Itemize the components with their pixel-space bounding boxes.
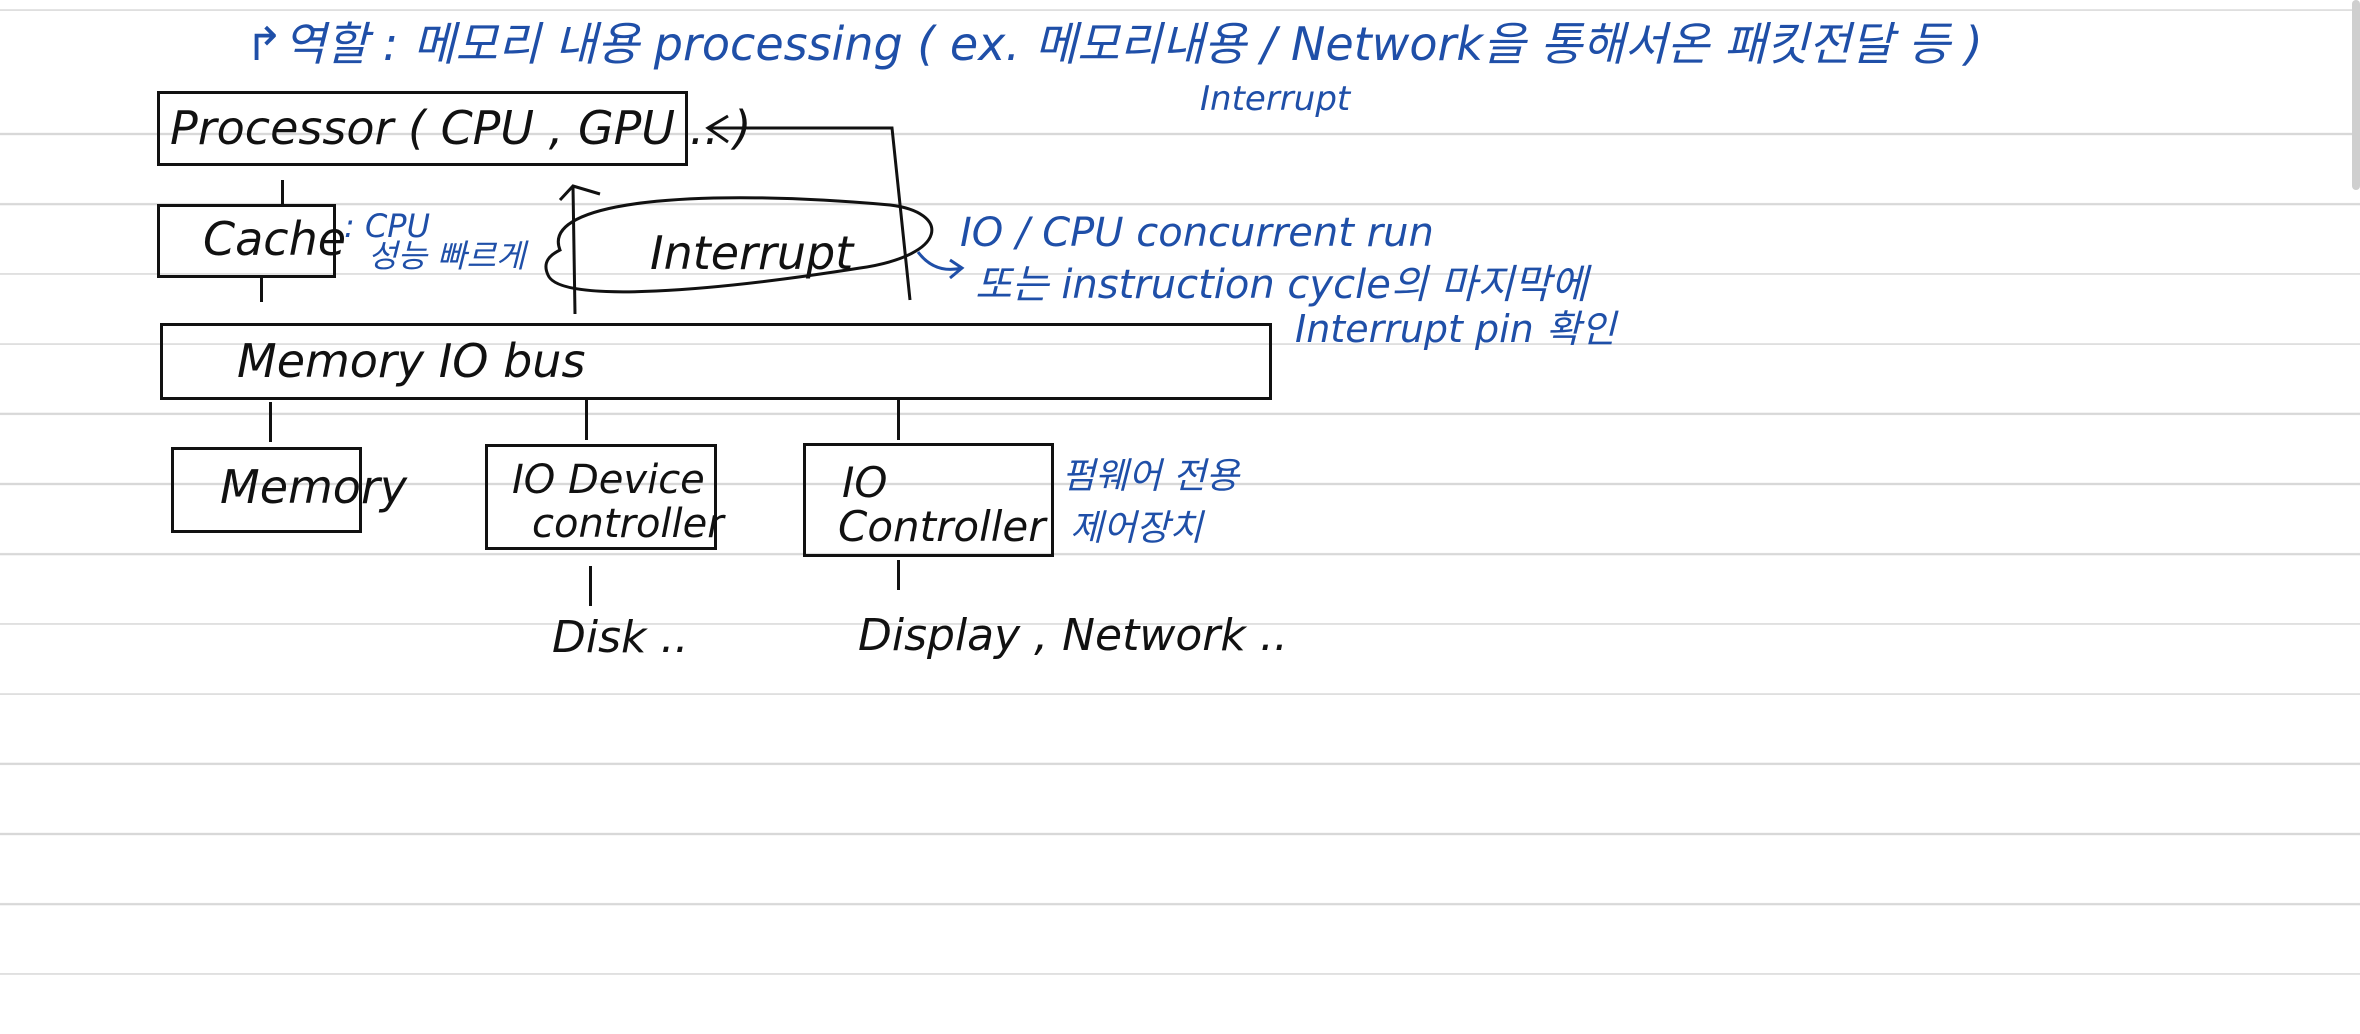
io-device-controller-label-line2: controller [532,501,724,547]
interrupt-note-arrowhead [949,258,965,280]
interrupt-note-line3: Interrupt pin 확인 [1295,307,1616,351]
processor-box [157,91,688,166]
io-controller-display-connector [897,560,900,590]
memory-box [171,447,362,533]
interrupt-note-line1: IO / CPU concurrent run [960,210,1434,256]
memory-label: Memory [220,460,408,514]
io-device-controller-disk-connector [589,566,592,606]
io-controller-box [803,443,1054,557]
io-device-controller-label-line1: IO Device [512,457,705,503]
role-annotation: ↱역할 : 메모리 내용 processing ( ex. 메모리내용 / Ne… [245,17,1983,71]
bus-memory-connector [269,402,272,442]
interrupt-note-line2: 또는 instruction cycle의 마지막에 [975,262,1588,308]
cache-label: Cache [203,212,347,266]
bus-io-controller-connector [897,400,900,440]
interrupt-up-arrow-shaft [571,185,577,315]
processor-label: Processor ( CPU , GPU .. ) [170,101,752,155]
cache-bus-connector [260,278,263,302]
interrupt-label: Interrupt [650,226,854,280]
cache-box [157,204,336,278]
io-device-controller-box [485,444,717,550]
scrollbar[interactable] [2352,0,2360,190]
cache-note-line2: 성능 빠르게 [368,237,526,275]
processor-cache-connector [281,180,284,204]
interrupt-small-annotation: Interrupt [1200,79,1351,119]
memory-io-bus-box [160,323,1272,400]
interrupt-note-arrow [916,251,963,271]
interrupt-up-arrow-head [558,184,601,202]
io-controller-label-line2: Controller [838,502,1046,551]
memory-io-bus-label: Memory IO bus [237,334,586,388]
bus-io-device-controller-connector [585,400,588,440]
disk-label: Disk .. [552,612,689,663]
io-controller-label-line1: IO [842,458,888,507]
display-network-label: Display , Network .. [858,610,1288,661]
io-controller-note-line1: 펌웨어 전용 [1062,456,1240,497]
io-controller-note-line2: 제어장치 [1070,508,1203,549]
cache-note-line1: : CPU [344,207,431,245]
